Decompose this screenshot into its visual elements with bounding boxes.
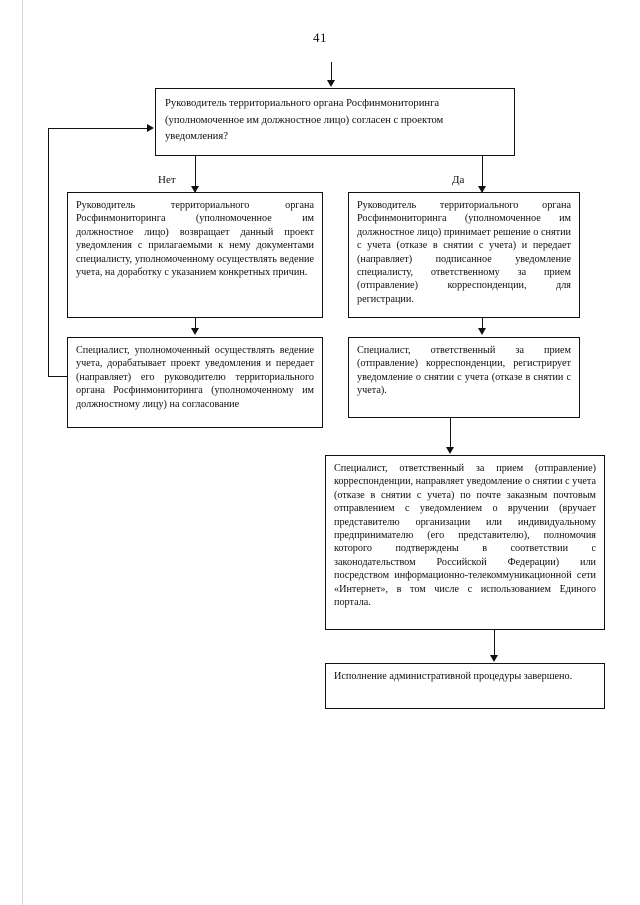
connector-yes1-yes2-line xyxy=(482,318,483,332)
feedback-loop-top xyxy=(48,128,148,129)
no-branch-node-1: Руководитель территориального органа Рос… xyxy=(67,192,323,318)
connector-yes1-yes2-arrow xyxy=(478,328,486,335)
connector-yes-arrow xyxy=(478,186,486,193)
connector-yes3-terminal-line xyxy=(494,630,495,657)
connector-yes2-yes3-line xyxy=(450,418,451,449)
yes-branch-node-1: Руководитель территориального органа Рос… xyxy=(348,192,580,318)
branch-label-no: Нет xyxy=(158,174,176,186)
connector-yes3-terminal-arrow xyxy=(490,655,498,662)
feedback-loop-bottom xyxy=(48,376,68,377)
connector-no-line xyxy=(195,156,196,192)
branch-label-yes: Да xyxy=(452,174,465,186)
no-branch-node-2: Специалист, уполномоченный осуществлять … xyxy=(67,337,323,428)
yes-branch-node-2: Специалист, ответственный за прием (отпр… xyxy=(348,337,580,418)
connector-no-arrow xyxy=(191,186,199,193)
decision-node: Руководитель территориального органа Рос… xyxy=(155,88,515,156)
terminal-node: Исполнение административной процедуры за… xyxy=(325,663,605,709)
connector-yes-line xyxy=(482,156,483,192)
yes-branch-node-3: Специалист, ответственный за прием (отпр… xyxy=(325,455,605,630)
connector-no1-no2-line xyxy=(195,318,196,332)
connector-entry-line xyxy=(331,62,332,82)
connector-entry-arrow xyxy=(327,80,335,87)
page-number: 41 xyxy=(313,30,327,45)
feedback-loop-arrow xyxy=(147,124,154,132)
connector-yes2-yes3-arrow xyxy=(446,447,454,454)
connector-no1-no2-arrow xyxy=(191,328,199,335)
scan-edge-left xyxy=(22,0,23,905)
feedback-loop-vertical xyxy=(48,128,49,377)
